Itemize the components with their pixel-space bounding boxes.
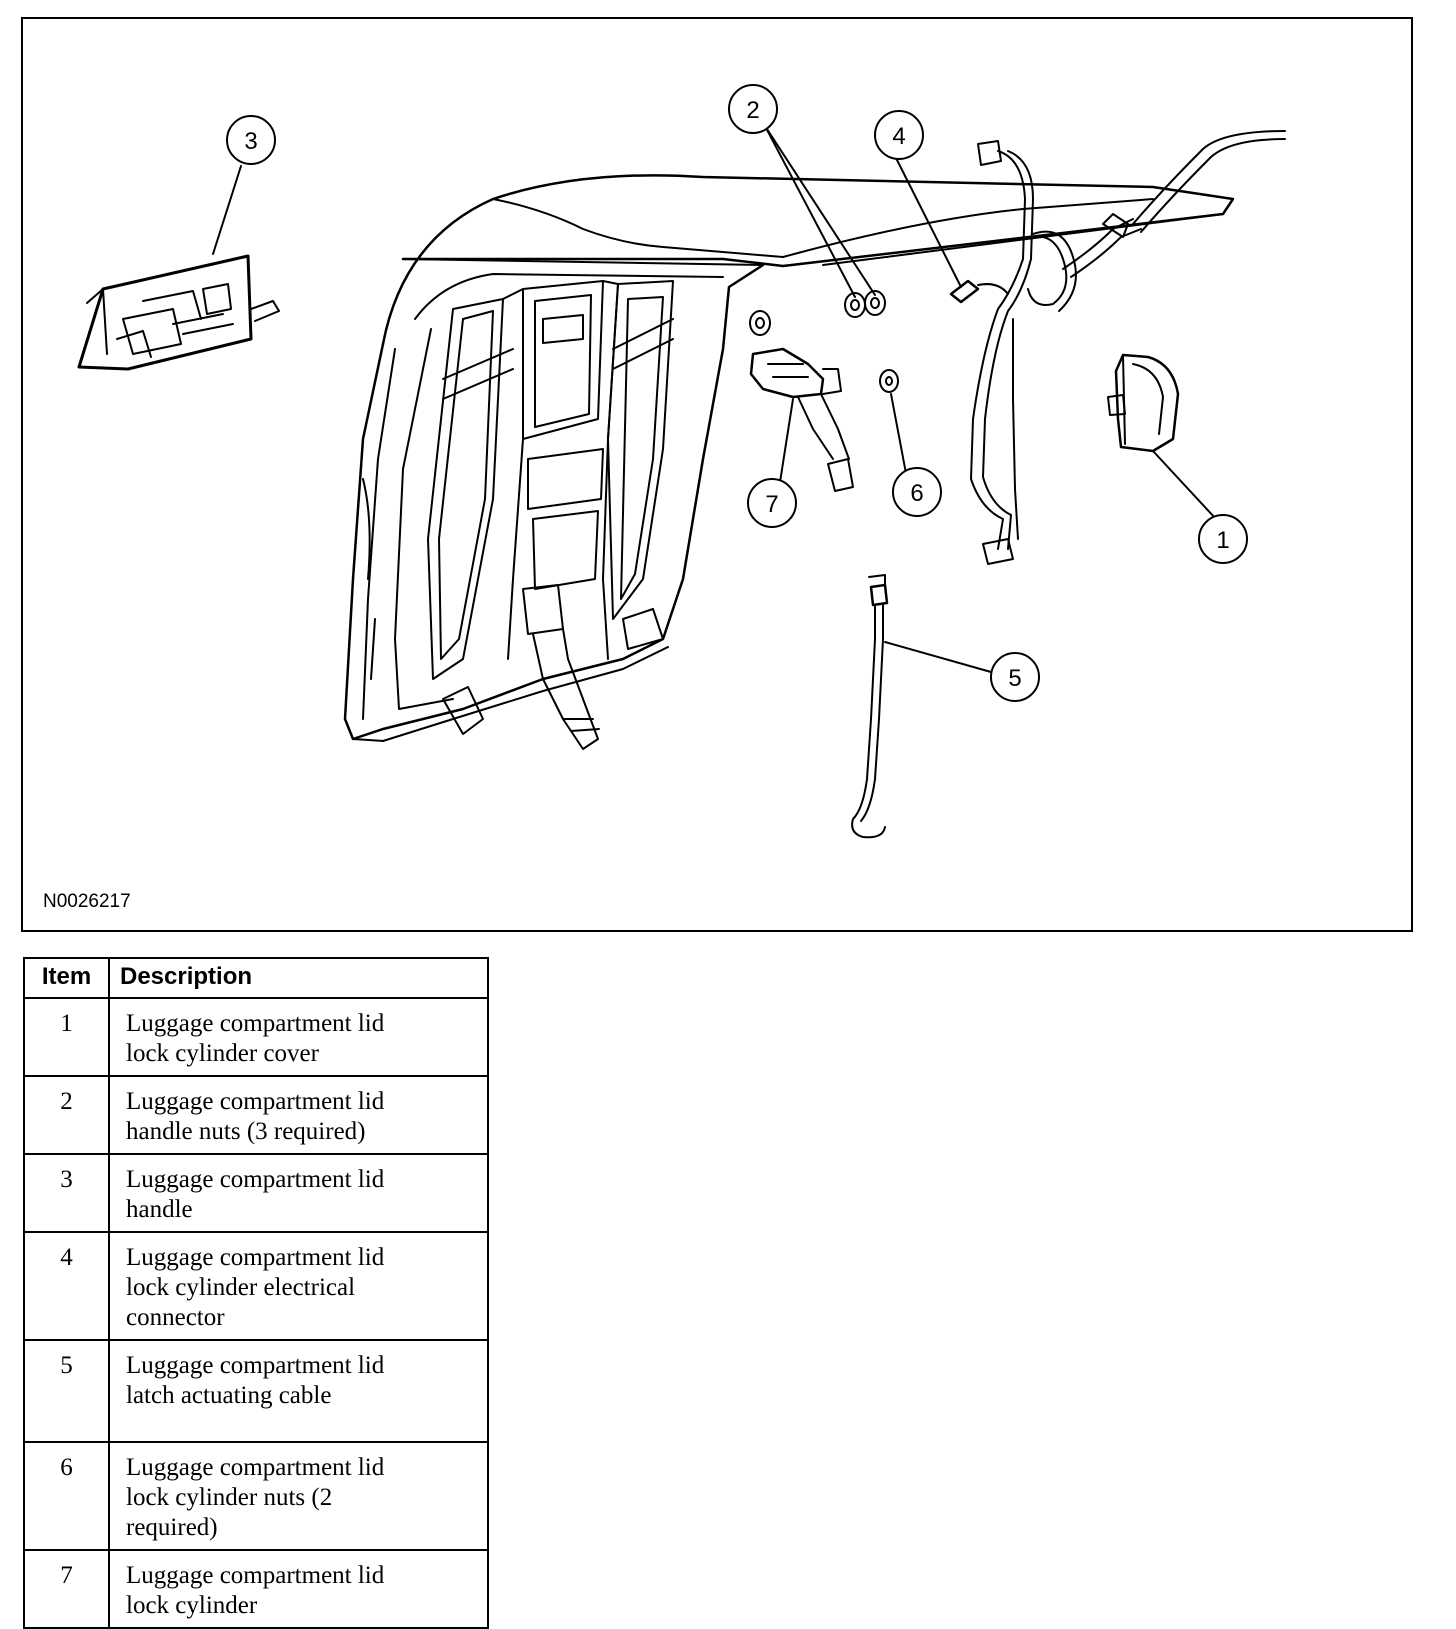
svg-text:1: 1 — [1216, 527, 1229, 554]
description-line: Luggage compartment lid — [126, 1352, 385, 1379]
description-line: Luggage compartment lid — [126, 1454, 385, 1481]
exploded-view-drawing: 3 2 4 7 6 1 5 — [77, 84, 1286, 839]
svg-text:4: 4 — [892, 123, 905, 150]
description-line: Luggage compartment lid — [126, 1244, 385, 1271]
description-line: lock cylinder nuts (2 — [126, 1484, 333, 1511]
item-number: 6 — [23, 1441, 110, 1551]
description-line: lock cylinder cover — [126, 1040, 319, 1067]
description-line: Luggage compartment lid — [126, 1562, 385, 1589]
svg-text:3: 3 — [244, 128, 257, 155]
item-number: 1 — [23, 997, 110, 1077]
header-description: Description — [108, 957, 489, 999]
table-row: 3 Luggage compartment lid handle — [23, 1153, 489, 1233]
table-row: 2 Luggage compartment lid handle nuts (3… — [23, 1075, 489, 1155]
lid-handle-part — [77, 254, 280, 371]
lock-cylinder-nut-part — [879, 369, 899, 393]
callout-6: 6 — [892, 467, 942, 517]
header-item: Item — [23, 957, 110, 999]
description-line: handle nuts (3 required) — [126, 1118, 366, 1145]
callout-3: 3 — [226, 115, 276, 165]
table-row: 7 Luggage compartment lid lock cylinder — [23, 1549, 489, 1629]
description-line: handle — [126, 1196, 193, 1223]
description-line: latch actuating cable — [126, 1382, 332, 1409]
item-number: 2 — [23, 1075, 110, 1155]
svg-text:2: 2 — [746, 97, 759, 124]
svg-text:7: 7 — [765, 491, 778, 518]
description-line: Luggage compartment lid — [126, 1166, 385, 1193]
figure-frame: 3 2 4 7 6 1 5 N0026217 — [21, 17, 1413, 932]
description-line: lock cylinder electrical — [126, 1274, 356, 1301]
table-row: 5 Luggage compartment lid latch actuatin… — [23, 1339, 489, 1443]
description-line: connector — [126, 1304, 225, 1331]
latch-actuating-cable-part — [851, 574, 889, 839]
item-number: 7 — [23, 1549, 110, 1629]
figure-id: N0026217 — [43, 891, 131, 912]
callout-7: 7 — [747, 478, 797, 528]
item-number: 5 — [23, 1339, 110, 1443]
item-number: 3 — [23, 1153, 110, 1233]
svg-text:6: 6 — [910, 480, 923, 507]
description-line: lock cylinder — [126, 1592, 258, 1619]
table-row: 1 Luggage compartment lid lock cylinder … — [23, 997, 489, 1077]
description-line: Luggage compartment lid — [126, 1088, 385, 1115]
lock-cylinder-cover-part — [1107, 353, 1180, 453]
description-line: Luggage compartment lid — [126, 1010, 385, 1037]
callout-2: 2 — [728, 84, 778, 134]
item-description: Luggage compartment lid lock cylinder el… — [108, 1231, 489, 1341]
wiring-harness — [970, 130, 1286, 565]
callout-1: 1 — [1198, 514, 1248, 564]
svg-text:5: 5 — [1008, 665, 1021, 692]
handle-nuts-part — [749, 290, 886, 336]
table-row: 4 Luggage compartment lid lock cylinder … — [23, 1231, 489, 1341]
item-description: Luggage compartment lid lock cylinder nu… — [108, 1441, 489, 1551]
description-line: required) — [126, 1514, 218, 1541]
callout-5: 5 — [990, 652, 1040, 702]
item-description: Luggage compartment lid lock cylinder — [108, 1549, 489, 1629]
electrical-connector-part — [949, 279, 1009, 304]
table-row: 6 Luggage compartment lid lock cylinder … — [23, 1441, 489, 1551]
legend-table: Item Description 1 Luggage compartment l… — [23, 957, 489, 1629]
luggage-compartment-lid — [343, 174, 1235, 750]
item-description: Luggage compartment lid lock cylinder co… — [108, 997, 489, 1077]
legend-header-row: Item Description — [23, 957, 489, 999]
callout-4: 4 — [874, 110, 924, 160]
item-description: Luggage compartment lid handle — [108, 1153, 489, 1233]
lock-cylinder-part — [749, 347, 854, 492]
item-number: 4 — [23, 1231, 110, 1341]
leader-lines — [212, 125, 1229, 673]
item-description: Luggage compartment lid latch actuating … — [108, 1339, 489, 1443]
item-description: Luggage compartment lid handle nuts (3 r… — [108, 1075, 489, 1155]
